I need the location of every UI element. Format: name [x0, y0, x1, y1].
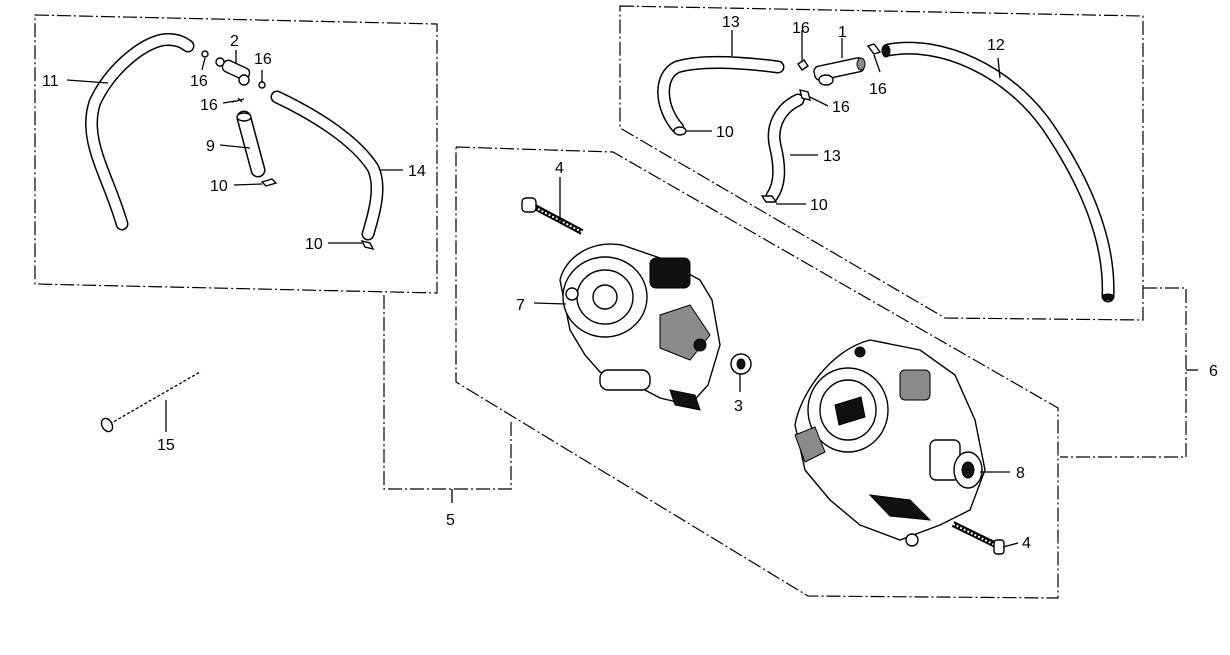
callout-16: 16	[190, 73, 208, 90]
callout-13: 13	[722, 14, 740, 31]
callout-16: 16	[792, 20, 810, 37]
callout-10: 10	[210, 178, 228, 195]
callout-11: 11	[42, 73, 59, 90]
frame-carburetor-assembly	[455, 146, 1059, 599]
fitting-2	[215, 57, 251, 86]
leader-lines	[66, 30, 1019, 548]
spring-15	[100, 368, 202, 433]
washer-3	[730, 353, 752, 375]
callout-9: 9	[206, 138, 215, 155]
callout-16: 16	[869, 81, 887, 98]
hose-13-upper	[657, 55, 785, 135]
carburetor-8	[794, 339, 986, 547]
hose-9	[236, 110, 266, 178]
callout-16: 16	[832, 99, 850, 116]
hose-12	[881, 41, 1115, 303]
callout-10: 10	[810, 197, 828, 214]
callout-8: 8	[1016, 465, 1025, 482]
callout-4: 4	[555, 160, 564, 177]
callout-10: 10	[716, 124, 734, 141]
bracket-5	[383, 295, 512, 503]
callout-12: 12	[987, 37, 1005, 54]
tee-joint-1	[813, 57, 866, 86]
clamp-10-left	[260, 178, 375, 251]
callout-10: 10	[305, 236, 323, 253]
callout-14: 14	[408, 163, 426, 180]
hose-11	[85, 33, 195, 231]
callout-16: 16	[200, 97, 218, 114]
callout-labels: 11 2 16 16 16 9 10 14 10 13 16 1 12 16 1…	[42, 14, 1218, 552]
screw-4-upper	[521, 197, 584, 235]
callout-5: 5	[446, 512, 455, 529]
callout-1: 1	[838, 24, 847, 41]
callout-6: 6	[1209, 363, 1218, 380]
callout-13: 13	[823, 148, 841, 165]
callout-7: 7	[516, 297, 525, 314]
callout-16: 16	[254, 51, 272, 68]
carburetor-7	[559, 243, 721, 411]
bracket-6	[1060, 287, 1198, 458]
screw-4-lower	[951, 521, 1005, 555]
callout-2: 2	[230, 33, 239, 50]
callout-4: 4	[1022, 535, 1031, 552]
frame-left-hoses	[34, 14, 438, 294]
hose-14	[270, 90, 384, 241]
callout-3: 3	[734, 398, 743, 415]
frame-right-hoses	[619, 5, 1144, 321]
hose-13-lower	[765, 93, 805, 203]
callout-15: 15	[157, 437, 175, 454]
